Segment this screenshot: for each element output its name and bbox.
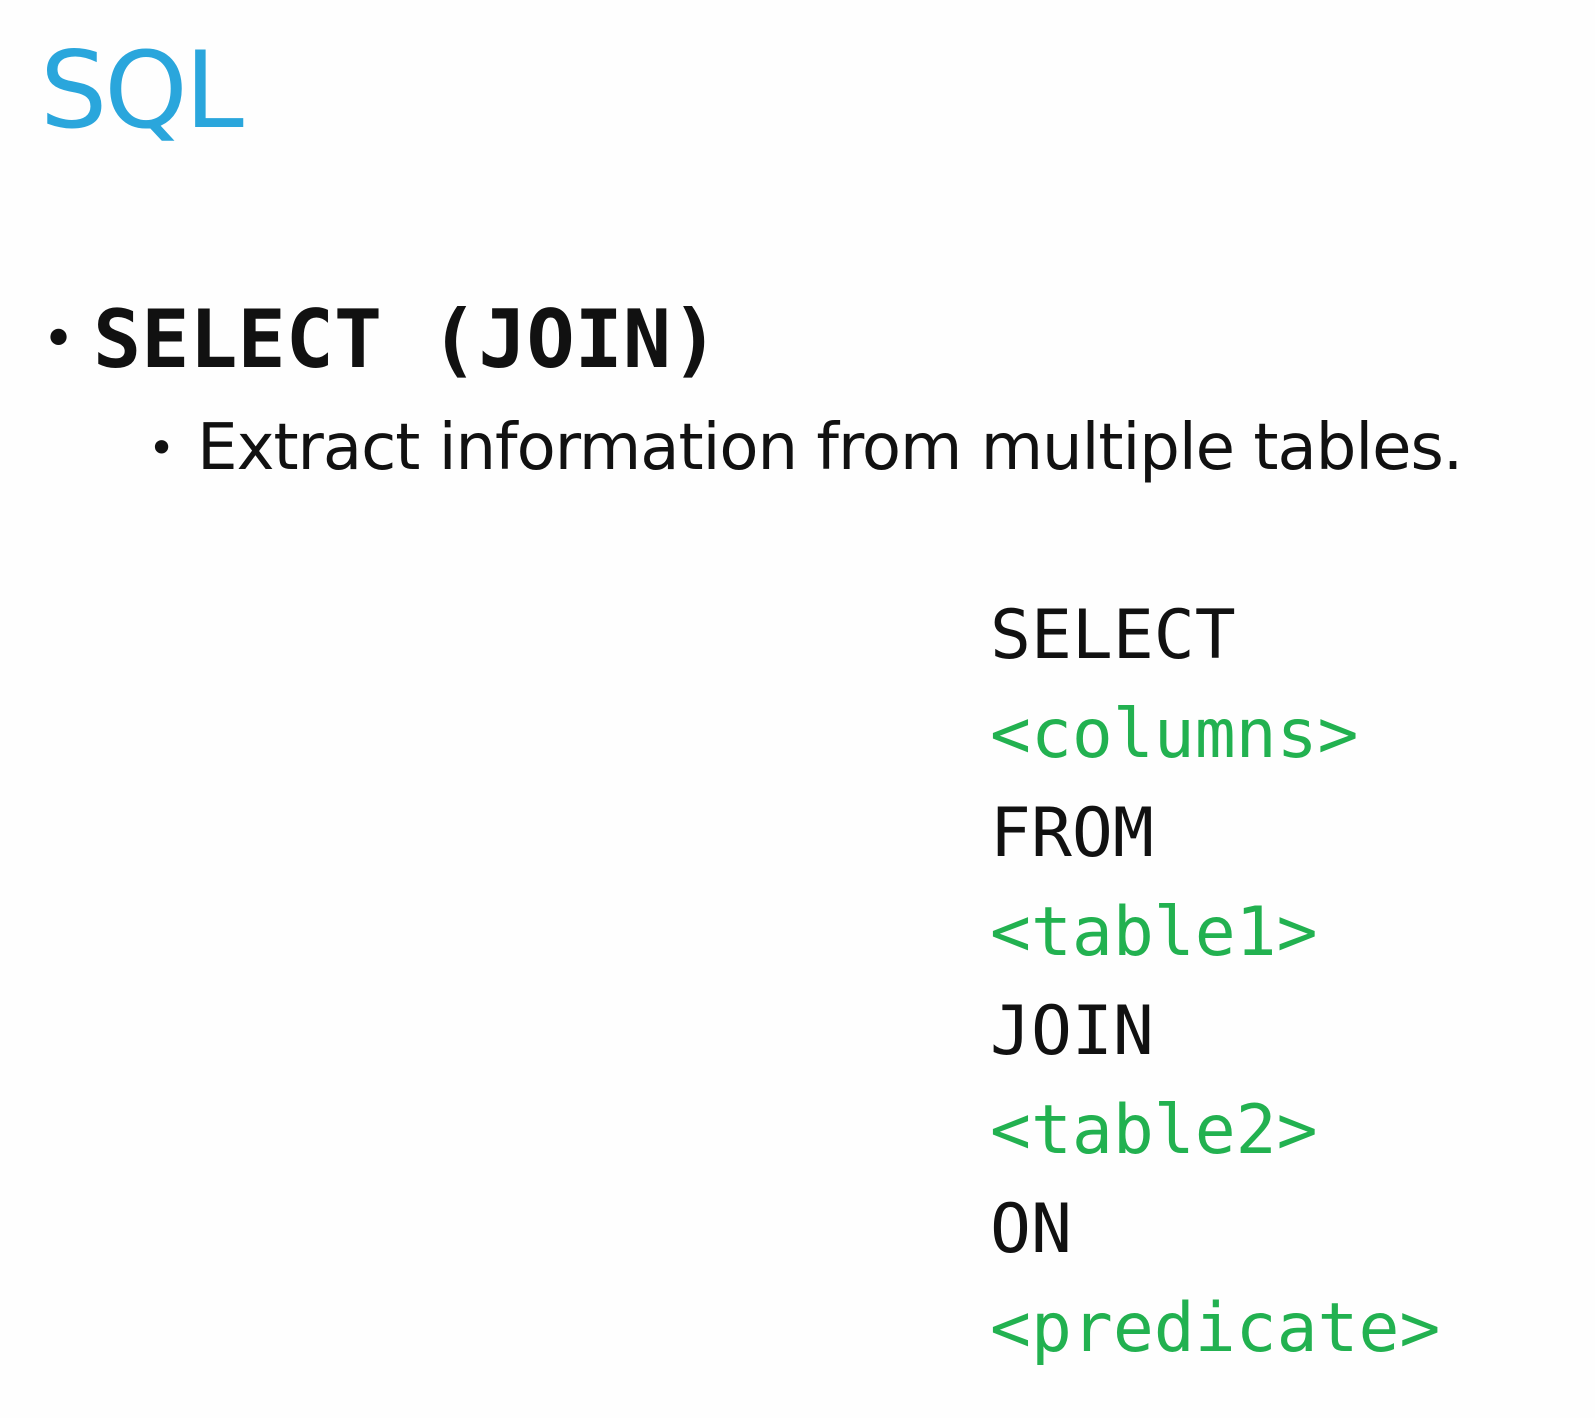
code-line-placeholder: <predicate> bbox=[990, 1289, 1441, 1368]
code-line-placeholder: <columns> bbox=[990, 695, 1359, 774]
sub-bullet-dot-icon: • bbox=[148, 421, 176, 475]
code-line-keyword: SELECT bbox=[990, 596, 1236, 675]
bullet-heading: SELECT (JOIN) bbox=[93, 293, 720, 386]
bullet-dot-icon: • bbox=[42, 307, 76, 372]
code-line-keyword: ON bbox=[990, 1190, 1072, 1269]
bullet-level-2: • Extract information from multiple tabl… bbox=[148, 411, 1463, 485]
slide-title: SQL bbox=[40, 29, 244, 152]
bullet-level-1: • SELECT (JOIN) bbox=[42, 300, 719, 380]
code-line-keyword: FROM bbox=[990, 794, 1154, 873]
bullet-description: Extract information from multiple tables… bbox=[197, 411, 1463, 485]
code-line-keyword: JOIN bbox=[990, 992, 1154, 1071]
sql-code-block: SELECT <columns> FROM <table1> JOIN <tab… bbox=[990, 596, 1440, 1388]
code-line-placeholder: <table1> bbox=[990, 893, 1318, 972]
code-line-placeholder: <table2> bbox=[990, 1091, 1318, 1170]
